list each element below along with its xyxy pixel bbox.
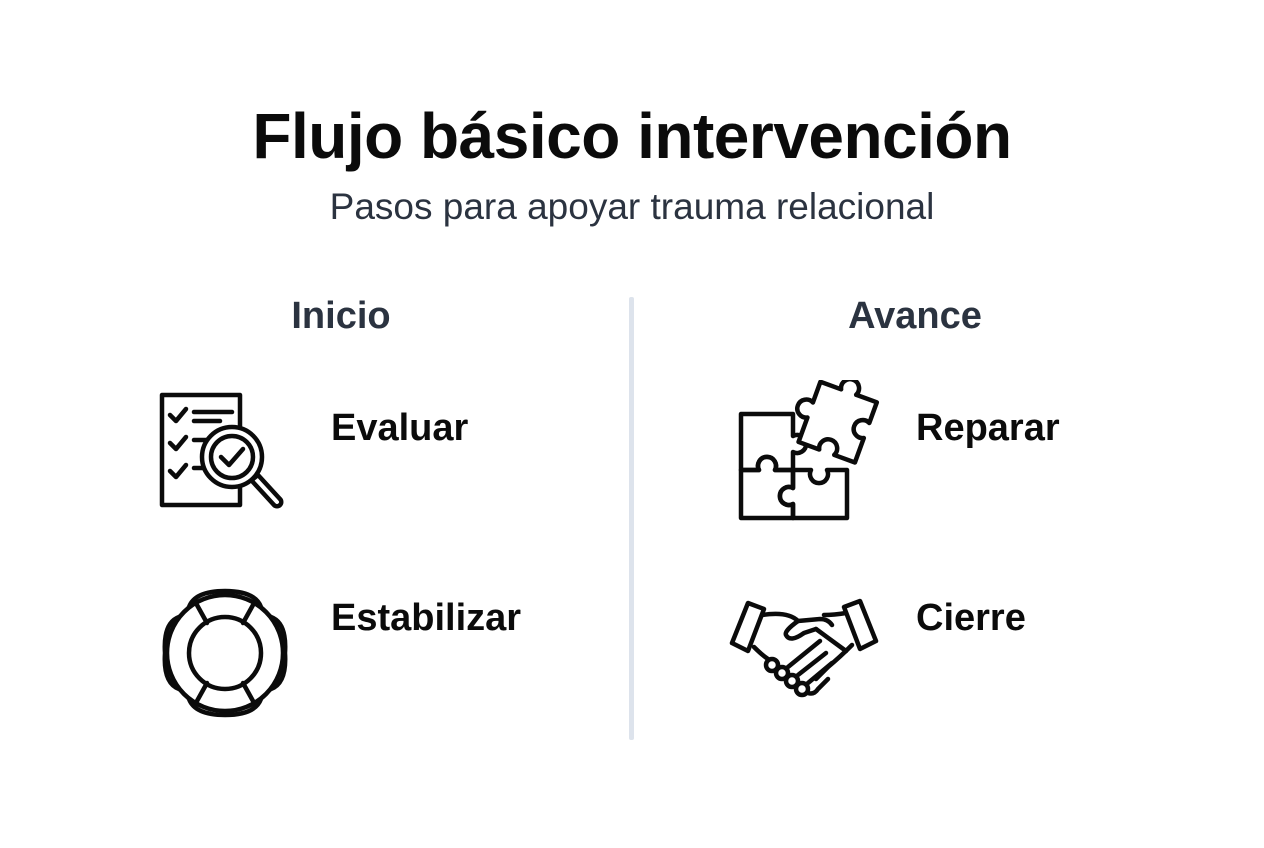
- column-heading-avance: Avance: [848, 295, 982, 337]
- column-heading-inicio: Inicio: [291, 295, 391, 337]
- puzzle-icon: [735, 380, 885, 530]
- step-label-estabilizar: Estabilizar: [331, 597, 522, 639]
- step-label-evaluar: Evaluar: [331, 407, 469, 449]
- handshake-icon: [728, 595, 879, 745]
- step-label-cierre: Cierre: [916, 597, 1026, 639]
- step-label-reparar: Reparar: [916, 407, 1060, 449]
- checklist-magnifier-icon: [150, 385, 300, 535]
- diagram-subtitle: Pasos para apoyar trauma relacional: [329, 186, 935, 227]
- diagram-title: Flujo básico intervención: [252, 100, 1012, 172]
- lifebuoy-icon: [155, 583, 305, 733]
- column-divider: [629, 297, 634, 740]
